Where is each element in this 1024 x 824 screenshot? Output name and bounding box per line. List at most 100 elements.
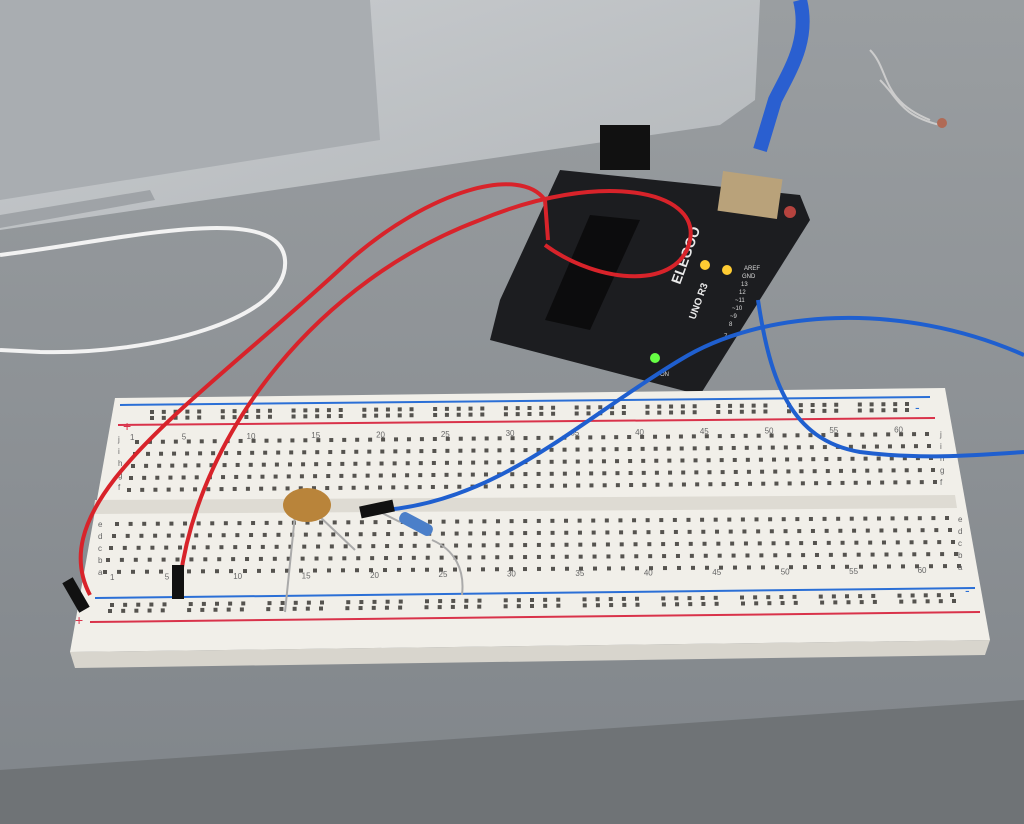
breadboard-hole — [239, 607, 244, 612]
breadboard-hole — [427, 519, 432, 524]
breadboard-hole — [314, 556, 319, 561]
breadboard-hole — [740, 595, 744, 600]
breadboard-hole — [425, 555, 430, 560]
breadboard-hole — [751, 409, 756, 414]
breadboard-hole — [779, 595, 784, 600]
breadboard-hole — [280, 600, 285, 605]
breadboard-hole — [445, 436, 450, 441]
breadboard-hole — [792, 594, 797, 599]
breadboard-hole — [757, 541, 762, 546]
breadboard-hole — [917, 468, 922, 473]
breadboard-hole — [575, 459, 580, 464]
breadboard-hole — [357, 544, 362, 549]
breadboard-hole — [539, 411, 544, 416]
breadboard-hole — [279, 606, 284, 611]
breadboard-hole — [326, 414, 331, 419]
breadboard-hole — [339, 473, 344, 478]
breadboard-hole — [925, 432, 929, 436]
breadboard-hole — [331, 532, 336, 537]
breadboard-hole — [536, 542, 541, 547]
breadboard-hole — [248, 462, 253, 467]
breadboard-hole — [291, 414, 296, 419]
breadboard-hole — [800, 481, 805, 486]
breadboard-hole — [201, 601, 206, 606]
breadboard-hole — [564, 518, 569, 523]
breadboard-hole — [455, 519, 460, 524]
breadboard-hole — [150, 545, 155, 550]
breadboard-hole — [673, 529, 678, 534]
breadboard-hole — [562, 447, 567, 452]
breadboard-hole — [306, 600, 311, 605]
column-number-35: 35 — [575, 569, 584, 578]
reset-button[interactable] — [784, 206, 796, 218]
breadboard-hole — [369, 568, 373, 573]
upper-row-letter-j: j — [117, 435, 120, 444]
breadboard-hole — [951, 540, 955, 544]
breadboard-hole — [329, 544, 334, 549]
breadboard-hole — [523, 531, 528, 536]
breadboard-hole — [495, 531, 500, 536]
breadboard-hole — [913, 444, 918, 449]
breadboard-hole — [510, 460, 515, 465]
breadboard-hole — [588, 459, 593, 464]
breadboard-hole — [809, 445, 814, 450]
breadboard-hole — [285, 486, 290, 491]
breadboard-hole — [787, 481, 792, 486]
breadboard-hole — [515, 406, 520, 411]
breadboard-hole — [614, 447, 619, 452]
breadboard-hole — [898, 552, 903, 557]
breadboard-hole — [915, 564, 919, 569]
breadboard-hole — [292, 606, 297, 611]
breadboard-hole — [801, 553, 806, 558]
breadboard-hole — [267, 408, 272, 413]
breadboard-hole — [837, 456, 842, 461]
breadboard-hole — [537, 566, 541, 571]
breadboard-hole — [692, 410, 697, 415]
breadboard-hole — [444, 484, 449, 489]
breadboard-hole — [931, 468, 935, 472]
breadboard-hole — [934, 528, 939, 533]
breadboard-hole — [923, 593, 928, 598]
breadboard-hole — [244, 415, 249, 419]
breadboard-hole — [940, 552, 945, 557]
breadboard-hole — [728, 529, 733, 534]
breadboard-hole — [355, 437, 360, 442]
breadboard-hole — [353, 461, 358, 466]
column-number-40: 40 — [644, 569, 653, 578]
breadboard-hole — [368, 437, 373, 442]
breadboard-hole — [646, 530, 651, 535]
column-number-25: 25 — [439, 570, 448, 579]
breadboard-hole — [906, 480, 911, 485]
breadboard-hole — [680, 458, 685, 463]
breadboard-hole — [905, 402, 909, 406]
breadboard-hole — [859, 600, 864, 605]
breadboard-hole — [431, 472, 436, 477]
breadboard-hole — [173, 415, 178, 420]
breadboard-hole — [147, 608, 152, 613]
breadboard-hole — [586, 405, 591, 410]
breadboard-hole — [610, 411, 615, 416]
breadboard-hole — [523, 448, 528, 453]
column-number-50: 50 — [765, 427, 774, 436]
breadboard-hole — [856, 552, 861, 557]
breadboard-hole — [256, 414, 261, 419]
breadboard-hole — [615, 471, 620, 476]
breadboard-hole — [774, 481, 779, 486]
breadboard-hole — [845, 594, 849, 599]
breadboard-hole — [433, 407, 438, 411]
breadboard-hole — [342, 556, 347, 561]
breadboard-hole — [887, 444, 892, 449]
breadboard-hole — [406, 449, 411, 454]
breadboard-hole — [586, 411, 591, 416]
breadboard-hole — [305, 606, 310, 611]
breadboard-hole — [366, 461, 371, 466]
breadboard-hole — [618, 518, 623, 523]
lower-row-letter-e: e — [98, 520, 103, 529]
breadboard-hole — [196, 521, 201, 526]
breadboard-hole — [258, 556, 263, 561]
breadboard-hole — [341, 449, 346, 454]
breadboard-hole — [917, 516, 922, 521]
breadboard-hole — [379, 461, 384, 466]
breadboard-hole — [919, 480, 924, 485]
breadboard-hole — [439, 555, 444, 560]
